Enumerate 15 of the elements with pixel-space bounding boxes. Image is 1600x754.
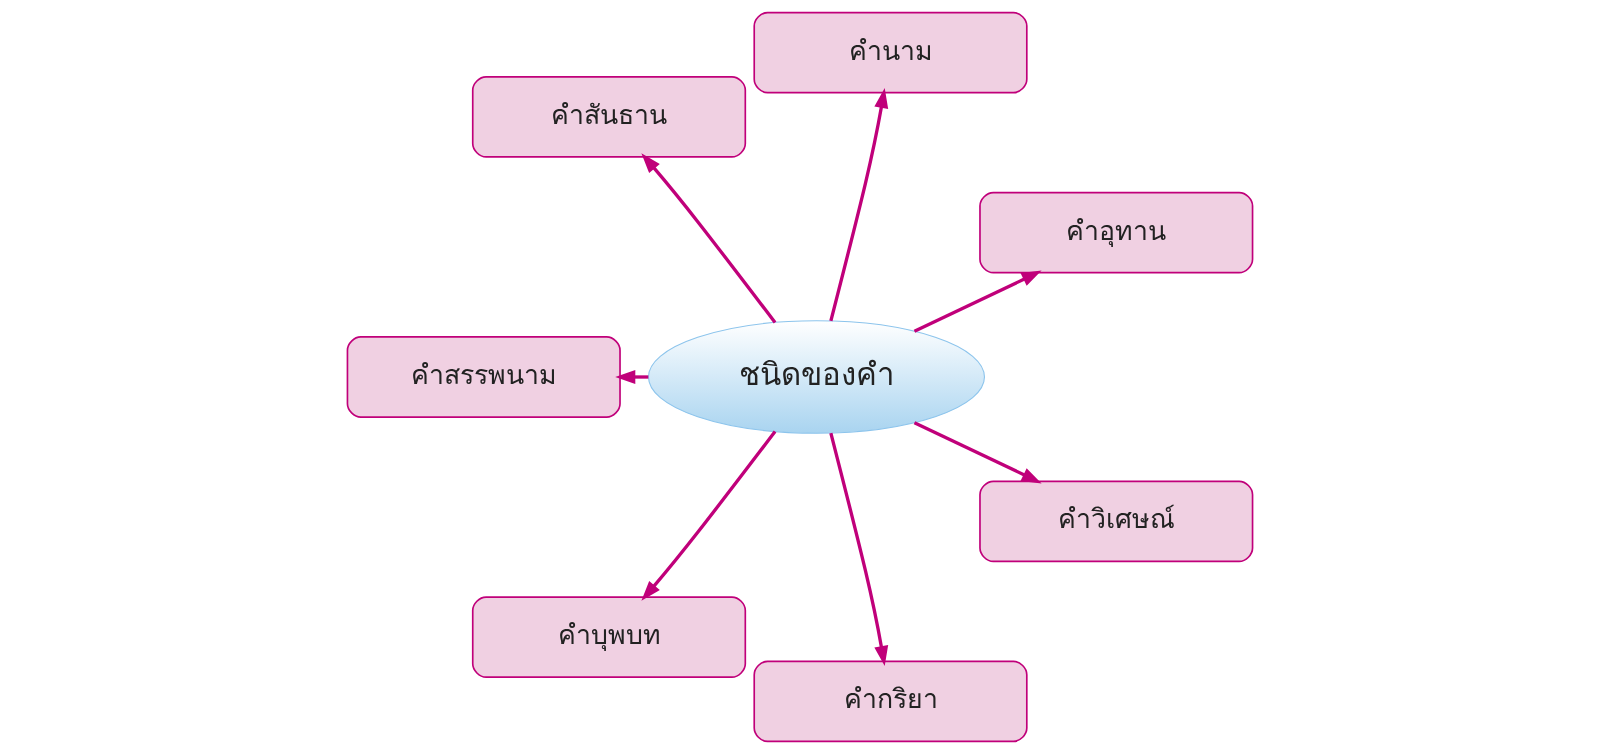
node-box: คำสรรพนาม bbox=[346, 336, 621, 418]
node-box: คำบุพบท bbox=[471, 596, 747, 679]
node-box: คำสันธาน bbox=[471, 75, 747, 158]
arrow bbox=[641, 430, 777, 601]
arrow bbox=[829, 88, 889, 322]
node-box: คำนาม bbox=[753, 11, 1028, 94]
arrow bbox=[829, 432, 889, 666]
node-ellipse: ชนิดของคำ bbox=[647, 320, 986, 434]
arrow bbox=[913, 270, 1042, 333]
node-box: คำอุทาน bbox=[979, 191, 1254, 274]
arrow bbox=[913, 421, 1042, 484]
arrow bbox=[615, 369, 649, 385]
node-box: คำวิเศษณ์ bbox=[979, 480, 1254, 563]
node-box: คำกริยา bbox=[753, 660, 1028, 743]
arrow bbox=[641, 153, 777, 324]
